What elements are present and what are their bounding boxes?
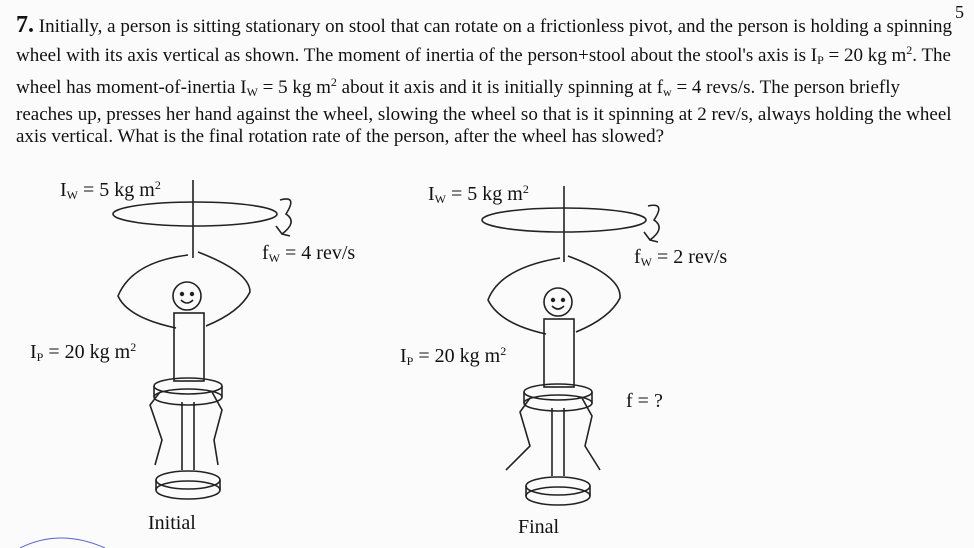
subscript: w bbox=[663, 85, 672, 99]
base bbox=[525, 476, 591, 496]
problem-text: = 20 kg m bbox=[823, 44, 907, 66]
problem-text: Initially, a person is sitting stationar… bbox=[16, 16, 953, 66]
problem-text: = 5 kg m bbox=[257, 77, 331, 98]
legs bbox=[211, 391, 223, 466]
exponent: 2 bbox=[906, 42, 913, 57]
subscript: P bbox=[817, 52, 824, 67]
legs bbox=[149, 391, 163, 466]
legs bbox=[505, 397, 531, 471]
legs bbox=[581, 397, 601, 471]
final-figure bbox=[481, 186, 660, 506]
head bbox=[172, 281, 202, 311]
arms bbox=[487, 257, 561, 335]
wheel bbox=[112, 201, 278, 227]
initial-figure bbox=[112, 180, 292, 500]
person-inertia-label-initial: IP = 20 kg m2 bbox=[30, 340, 137, 364]
wheel-inertia-label-initial: IW = 5 kg m2 bbox=[60, 178, 161, 202]
head bbox=[543, 287, 573, 317]
rotation-arrow bbox=[275, 198, 292, 237]
exponent: 2 bbox=[330, 75, 337, 89]
base bbox=[155, 470, 221, 490]
arms bbox=[197, 251, 251, 327]
subscript: W bbox=[246, 85, 258, 99]
caption-final: Final bbox=[518, 516, 560, 538]
rotation-arrow bbox=[643, 204, 660, 243]
caption-initial: Initial bbox=[148, 512, 196, 534]
pen-mark bbox=[19, 537, 106, 548]
problem-statement: 7. Initially, a person is sitting statio… bbox=[16, 12, 956, 149]
body bbox=[173, 312, 205, 382]
body bbox=[543, 318, 575, 388]
person-inertia-label-final: IP = 20 kg m2 bbox=[400, 344, 507, 368]
arms bbox=[117, 254, 189, 329]
wheel-frequency-label-initial: fW = 4 rev/s bbox=[262, 242, 356, 265]
problem-number: 7. bbox=[16, 12, 34, 38]
problem-text: about it axis and it is initially spinni… bbox=[336, 77, 664, 98]
arms bbox=[567, 255, 621, 333]
problem-text: = 4 revs/s. The person briefly reaches u… bbox=[16, 77, 952, 147]
page-number: 5 bbox=[955, 2, 964, 22]
unknown-frequency-label: f = ? bbox=[626, 390, 663, 412]
wheel-frequency-label-final: fW = 2 rev/s bbox=[634, 246, 728, 269]
problem-text: . The wheel has moment-of-inertia I bbox=[16, 44, 951, 99]
wheel-inertia-label-final: IW = 5 kg m2 bbox=[428, 182, 529, 206]
